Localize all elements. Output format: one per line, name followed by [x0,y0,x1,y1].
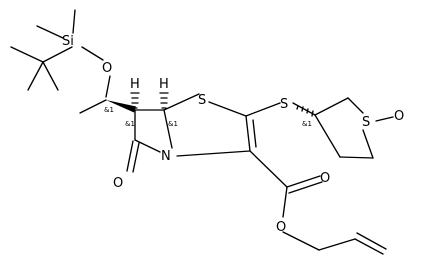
atom-s-thio: S [280,97,288,112]
atom-s-ring: S [198,93,206,108]
stereo-label-c5: &1 [168,120,178,128]
sulfoxide-bond [375,116,394,122]
hash-bond-c5 [159,92,169,109]
atom-o-carbonyl: O [320,171,330,186]
atom-n: N [161,149,171,164]
lactam-carbonyl-bond-2 [132,142,140,173]
atom-h-c6: H [130,77,140,92]
stereo-label-c8: &1 [104,106,114,114]
ring-bonds [134,93,257,157]
ester-bonds [249,150,387,255]
thioether-bond-2 [292,102,316,116]
hash-bond-c3 [296,105,314,117]
hash-bond-c6 [130,92,140,109]
thioether-bond-1 [245,102,281,117]
atom-o-sulfoxide: O [394,109,404,124]
thiolane-bonds [314,97,374,159]
stereo-label-c3: &1 [302,120,312,128]
atom-si: Si [62,34,74,49]
atom-o-lactam: O [113,176,123,191]
methyl-bond [79,99,107,114]
stereo-label-c6: &1 [125,120,135,128]
atom-h-c5: H [159,77,169,92]
tbs-bonds [10,9,111,98]
wedge-bond [106,100,136,113]
lactam-carbonyl-bond [126,140,134,172]
atom-s-sulfoxide: S [362,115,370,130]
atom-o-ether: O [102,61,112,76]
atom-o-ester: O [276,220,286,235]
